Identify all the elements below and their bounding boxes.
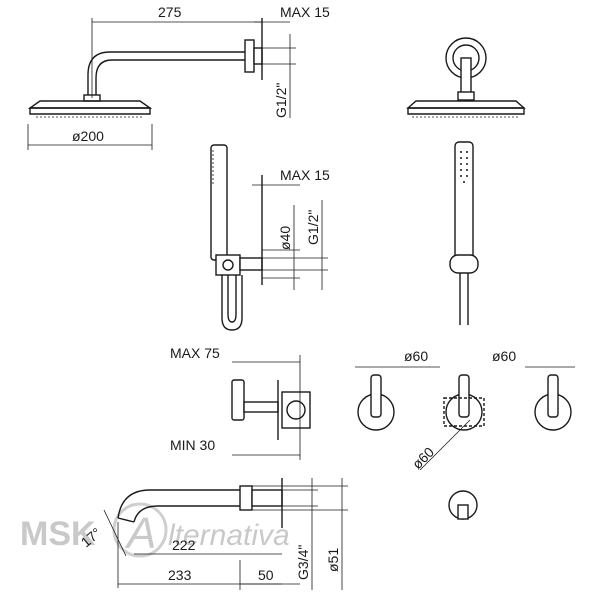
mixer-front-views: ø60 ø60 ø60 xyxy=(355,348,575,472)
shower-arm-inner xyxy=(95,59,245,95)
mixer-stem xyxy=(243,401,279,413)
center-diameter-line xyxy=(419,419,471,471)
center-diameter-label: ø60 xyxy=(409,444,438,473)
spout-diameter-label: ø51 xyxy=(325,548,341,572)
spout-total-label: 233 xyxy=(168,567,192,583)
handle-diameter-right-label: ø60 xyxy=(492,348,516,364)
shower-arm xyxy=(87,51,245,95)
watermark-brand: MSK xyxy=(20,515,96,553)
front-holder xyxy=(449,254,479,274)
holder-knob xyxy=(222,259,234,271)
mixer-side-view: MAX 75 MIN 30 xyxy=(170,345,311,460)
arm-length-label: 275 xyxy=(158,4,182,20)
hand-thread-label: G1/2" xyxy=(305,210,321,245)
shower-head-top xyxy=(27,100,153,109)
spout-body-length-label: 50 xyxy=(258,567,274,583)
mixer-body xyxy=(281,391,311,429)
mixer-max-depth-label: MAX 75 xyxy=(170,345,220,361)
handle-center-lever xyxy=(458,374,470,418)
wall-connector xyxy=(253,47,263,65)
angle-line xyxy=(103,509,127,557)
front-head xyxy=(407,107,525,115)
hand-shower-front-view xyxy=(449,141,479,325)
spout-body xyxy=(251,489,283,507)
spout-front-outlet xyxy=(457,504,469,520)
head-shower-front-view xyxy=(406,37,526,118)
head-diameter-label: ø200 xyxy=(72,128,104,144)
spout-upper xyxy=(117,489,240,519)
mixer-body-port xyxy=(286,400,306,420)
spout-tip xyxy=(117,517,135,523)
front-nozzle-grid xyxy=(460,151,468,183)
spout-lower xyxy=(133,505,240,523)
head-max-projection-label: MAX 15 xyxy=(280,4,330,20)
hand-holder xyxy=(215,254,241,276)
front-neck xyxy=(457,91,475,101)
watermark-initial: A xyxy=(124,509,156,558)
handle-left-lever xyxy=(370,374,382,418)
handle-center-body xyxy=(443,397,485,427)
front-arm xyxy=(460,57,472,95)
head-shower-side-view: 275 MAX 15 G1/2" ø200 xyxy=(27,4,330,150)
hand-max-projection-label: MAX 15 xyxy=(280,167,330,183)
handle-right-lever xyxy=(547,374,559,418)
watermark-script: lternativa xyxy=(168,519,290,552)
shower-head xyxy=(29,107,151,115)
hose-loop xyxy=(221,275,243,331)
spout-thread-label: G3/4" xyxy=(295,545,311,580)
watermark: MSK A lternativa xyxy=(20,502,290,558)
front-hand-body xyxy=(454,141,474,265)
hand-shower-side-view: MAX 15 ø40 G1/2" xyxy=(210,144,330,331)
holder-wall-connector xyxy=(239,257,263,271)
handle-diameter-left-label: ø60 xyxy=(404,348,428,364)
spout-reach-label: 222 xyxy=(172,537,196,553)
spout-flange xyxy=(239,485,253,511)
hose-loop-inner xyxy=(227,275,237,323)
spout-front-view xyxy=(448,490,478,520)
mixer-lever xyxy=(231,379,245,421)
front-head-top xyxy=(406,100,526,109)
mixer-min-depth-label: MIN 30 xyxy=(170,437,215,453)
head-thread-label: G1/2" xyxy=(273,83,289,118)
wall-flange xyxy=(244,39,255,73)
hand-outlet-diameter-label: ø40 xyxy=(277,226,293,250)
